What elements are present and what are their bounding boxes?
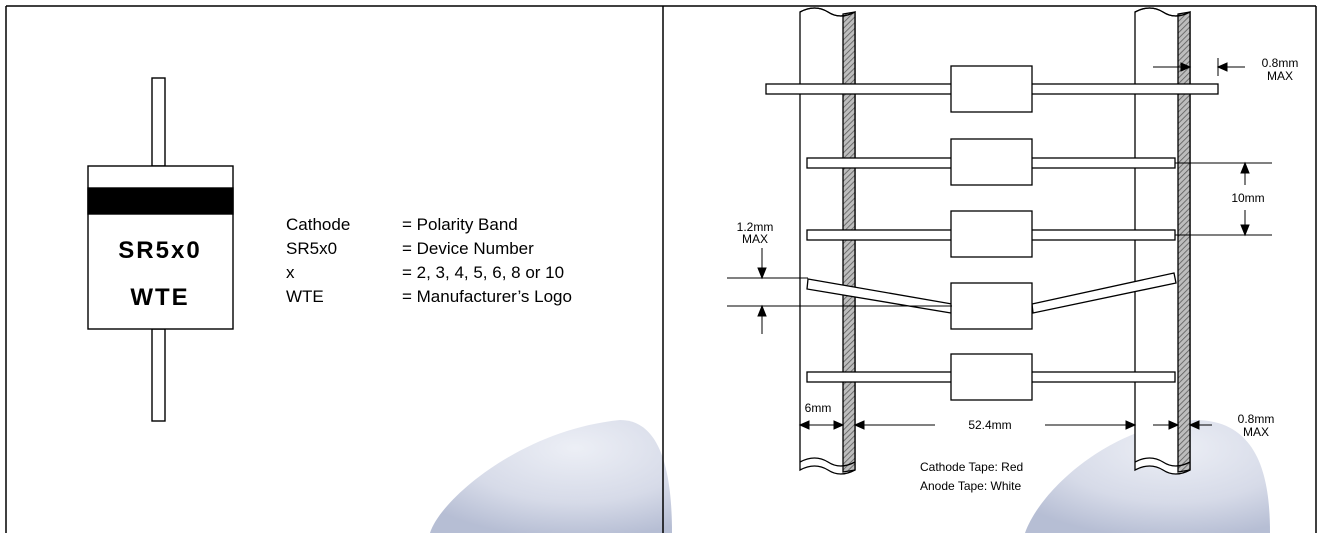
dim-pitch-value: 10mm (1231, 191, 1264, 205)
legend-value-2: = 2, 3, 4, 5, 6, 8 or 10 (402, 263, 564, 282)
taped-component-3 (806, 210, 1176, 258)
taped-component-5 (806, 353, 1176, 401)
dim-top-right-qualifier: MAX (1267, 69, 1293, 83)
device-lead-top (151, 77, 166, 167)
dim-bottom-right (1153, 420, 1212, 430)
legend-value-3: = Manufacturer’s Logo (402, 287, 572, 306)
legend-key-0: Cathode (286, 215, 350, 234)
dim-top-right (1153, 58, 1245, 76)
dim-bottom-right-value: 0.8mm (1238, 412, 1275, 426)
legend-key-2: x (286, 263, 295, 282)
taped-component-2 (806, 138, 1176, 186)
taped-component-1 (765, 65, 1219, 113)
tape-right (1134, 7, 1191, 475)
dim-pitch (1175, 161, 1272, 237)
frame (5, 5, 1317, 533)
device-part-number: SR5x0 (118, 237, 201, 264)
dim-lead-offset-value: 1.2mm (737, 220, 774, 234)
tape-note-cathode: Cathode Tape: Red (920, 460, 1023, 474)
legend-value-0: = Polarity Band (402, 215, 518, 234)
taped-component-4-offset (806, 272, 1177, 330)
dim-lead-offset (727, 248, 952, 334)
dim-span (853, 420, 1137, 430)
device-lead-bottom (151, 328, 166, 422)
device-outline (87, 77, 234, 422)
marking-legend: Cathode = Polarity Band SR5x0 = Device N… (286, 215, 572, 306)
dim-top-right-value: 0.8mm (1262, 56, 1299, 70)
dim-lead-offset-qualifier: MAX (742, 232, 768, 246)
tape-note-anode: Anode Tape: White (920, 479, 1022, 493)
legend-key-3: WTE (286, 287, 324, 306)
tape-left (799, 7, 856, 475)
dim-span-value: 52.4mm (968, 418, 1011, 432)
legend-value-1: = Device Number (402, 239, 534, 258)
dim-tape-width (798, 405, 845, 450)
watermark-shape-left (430, 420, 672, 533)
watermark-shape-right (1025, 420, 1270, 533)
legend-key-1: SR5x0 (286, 239, 337, 258)
dim-tape-width-value: 6mm (805, 401, 832, 415)
polarity-band (87, 187, 234, 215)
dim-bottom-right-qualifier: MAX (1243, 425, 1269, 439)
device-logo: WTE (130, 284, 189, 311)
